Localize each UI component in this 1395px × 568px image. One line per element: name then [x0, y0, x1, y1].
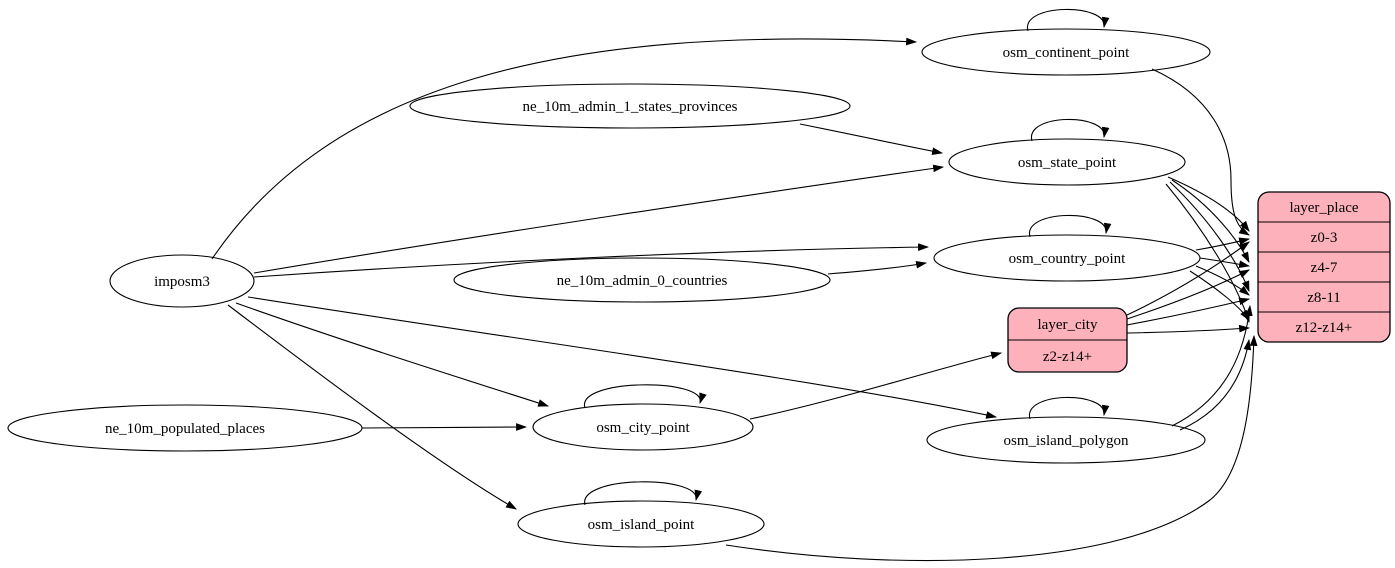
edge-osm_continent_point--layer_place:z0-3	[1151, 68, 1250, 236]
node-ne_10m_admin_0_countries: ne_10m_admin_0_countries	[453, 257, 831, 303]
edge-osm_city_point--osm_city_point	[584, 384, 707, 409]
edge-layer_city:z2-z14+--layer_place:z12-z14+	[1126, 324, 1251, 334]
node-shape	[926, 416, 1206, 464]
node-shape	[948, 138, 1186, 186]
node-label: osm_island_point	[588, 517, 696, 533]
node-shape	[409, 83, 851, 129]
edge-imposm3--osm_continent_point	[211, 37, 918, 260]
node-osm_continent_point: osm_continent_point	[921, 28, 1211, 76]
edges-layer	[211, 8, 1258, 562]
node-label: osm_city_point	[596, 420, 690, 436]
node-label: osm_state_point	[1018, 155, 1117, 171]
edge-imposm3--osm_country_point	[253, 243, 930, 278]
edge-osm_country_point--layer_place:z0-3	[1195, 237, 1251, 251]
record-layer_city: layer_city z2-z14+	[1007, 307, 1128, 373]
record-shape	[1257, 191, 1391, 343]
edge-imposm3--osm_island_polygon	[247, 296, 998, 419]
record-row-layer_city: layer_city	[1038, 317, 1098, 333]
node-osm_island_polygon: osm_island_polygon	[926, 416, 1206, 464]
edge-imposm3--osm_state_point	[253, 164, 945, 274]
edge-osm_island_point--layer_place:z12-z14+	[725, 334, 1258, 562]
node-shape	[532, 403, 754, 451]
edge-layer_city:z2-z14+--layer_place:z0-3	[1126, 241, 1250, 316]
edge-osm_country_point--layer_place:z12-z14+	[1189, 270, 1250, 321]
node-label: osm_country_point	[1009, 251, 1126, 267]
edge-ne_10m_admin_1_states_provinces--osm_state_point	[799, 123, 944, 155]
edge-osm_island_polygon--layer_place:z12-z14+	[1179, 338, 1252, 431]
edge-imposm3--osm_city_point	[235, 302, 550, 407]
node-label: osm_continent_point	[1003, 45, 1130, 61]
node-osm_city_point: osm_city_point	[532, 403, 754, 451]
node-osm_state_point: osm_state_point	[948, 138, 1186, 186]
edge-osm_country_point--layer_place:z4-7	[1199, 257, 1251, 269]
edge-osm_island_polygon--osm_island_polygon	[1029, 396, 1110, 420]
edge-ne_10m_admin_0_countries--osm_country_point	[827, 260, 928, 275]
node-shape	[109, 254, 255, 308]
node-ne_10m_populated_places: ne_10m_populated_places	[7, 404, 363, 452]
edge-osm_state_point--layer_place:z12-z14+	[1165, 183, 1250, 324]
node-shape	[453, 257, 831, 303]
record-layer_place: layer_place z0-3 z4-7 z8-11 z12-z14+	[1257, 191, 1391, 343]
node-label: ne_10m_admin_0_countries	[557, 273, 728, 289]
node-osm_island_point: osm_island_point	[517, 500, 765, 548]
edge-osm_state_point--layer_place:z8-11	[1169, 181, 1250, 293]
node-label: imposm3	[154, 274, 210, 290]
edge-osm_continent_point--osm_continent_point	[1027, 8, 1110, 32]
edge-imposm3--osm_island_point	[227, 304, 517, 510]
edge-osm_island_polygon--layer_place:z8-11	[1171, 304, 1253, 427]
record-row-layer_place: layer_place	[1289, 200, 1358, 216]
node-shape	[921, 28, 1211, 76]
edge-osm_island_point--osm_island_point	[584, 481, 703, 506]
node-shape	[517, 500, 765, 548]
edge-ne_10m_populated_places--osm_city_point	[361, 423, 528, 431]
record-row-z4-7: z4-7	[1311, 260, 1338, 276]
edge-osm_state_point--layer_place:z0-3	[1167, 176, 1250, 232]
node-imposm3: imposm3	[109, 254, 255, 308]
edge-layer_city:z2-z14+--layer_place:z4-7	[1126, 269, 1250, 320]
edge-osm_state_point--osm_state_point	[1031, 118, 1110, 142]
record-row-z2-z14+: z2-z14+	[1043, 349, 1092, 365]
node-osm_country_point: osm_country_point	[933, 234, 1201, 282]
edge-layer_city:z2-z14+--layer_place:z8-11	[1126, 297, 1251, 326]
edge-osm_state_point--layer_place:z4-7	[1171, 179, 1250, 263]
node-label: ne_10m_admin_1_states_provinces	[523, 99, 738, 115]
edge-osm_city_point--layer_city:z2-z14+	[749, 351, 1003, 420]
record-row-z12-z14+: z12-z14+	[1296, 320, 1353, 336]
node-label: osm_island_polygon	[1003, 433, 1129, 449]
node-ne_10m_admin_1_states_provinces: ne_10m_admin_1_states_provinces	[409, 83, 851, 129]
edge-osm_country_point--osm_country_point	[1029, 214, 1112, 238]
nodes-layer: imposm3 ne_10m_admin_1_states_provincesne…	[7, 28, 1391, 548]
record-row-z0-3: z0-3	[1311, 230, 1338, 246]
node-label: ne_10m_populated_places	[105, 421, 265, 437]
record-row-z8-11: z8-11	[1307, 290, 1341, 306]
